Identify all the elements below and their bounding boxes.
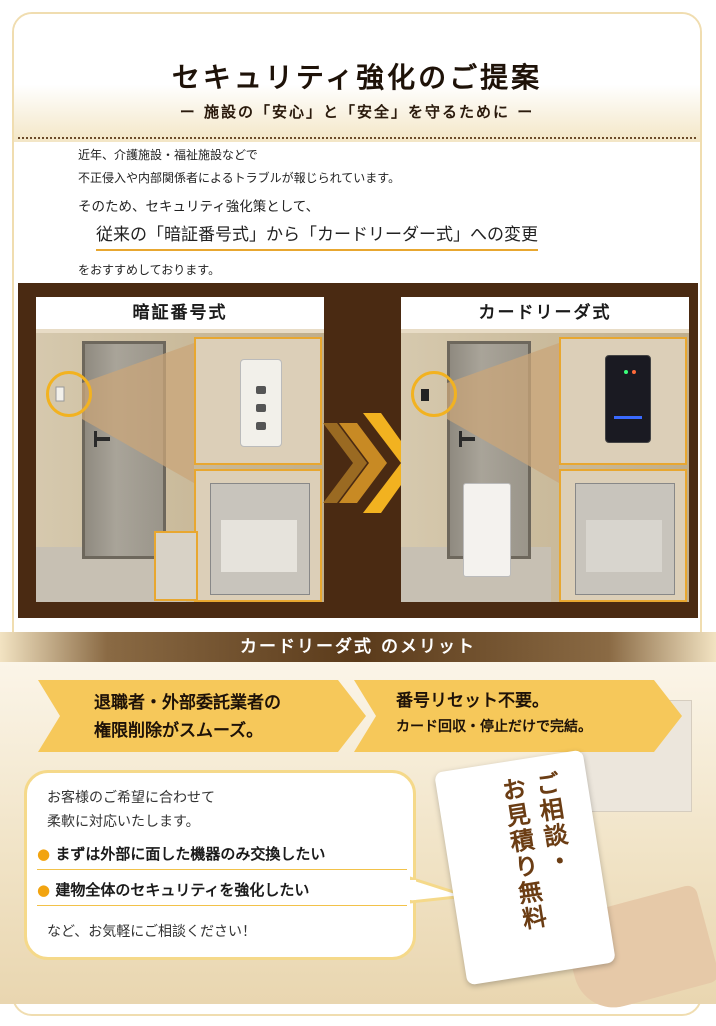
mailbox-reader-closeup bbox=[559, 469, 687, 602]
mailbox-reader bbox=[575, 483, 675, 595]
bubble-line-1: お客様のご希望に合わせて bbox=[47, 790, 215, 806]
merit-arrow-1 bbox=[38, 680, 366, 752]
mailbox-keypad-closeup bbox=[194, 469, 322, 602]
comparison-section: 暗証番号式 カードリーダ式 bbox=[18, 283, 698, 618]
keypad-closeup bbox=[194, 337, 322, 465]
panel-cardreader: カードリーダ式 bbox=[401, 297, 689, 602]
panel-keypad-label: 暗証番号式 bbox=[36, 297, 324, 329]
bubble-closing: など、お気軽にご相談ください！ bbox=[47, 924, 257, 940]
mailbox-keypad bbox=[210, 483, 310, 595]
cardreader-closeup bbox=[559, 337, 687, 465]
bubble-tail bbox=[410, 876, 467, 904]
panel-keypad: 暗証番号式 bbox=[36, 297, 324, 602]
contact-bubble: お客様のご希望に合わせて 柔軟に対応いたします。 ● まずは外部に面した機器のみ… bbox=[24, 770, 416, 960]
bubble-line-2: 柔軟に対応いたします。 bbox=[47, 814, 200, 830]
panel-cardreader-label: カードリーダ式 bbox=[401, 297, 689, 329]
header bbox=[14, 14, 700, 142]
intro-line-3: そのため、セキュリティ強化策として、 bbox=[78, 199, 320, 215]
cardreader-photo bbox=[401, 333, 689, 602]
intro-line-1: 近年、介護施設・福祉施設などで bbox=[78, 148, 258, 162]
keypad-photo bbox=[36, 333, 324, 602]
merit-2-line-2: カード回収・停止だけで完結。 bbox=[396, 719, 592, 735]
page-subtitle: ー 施設の「安心」と「安全」を守るために ー bbox=[179, 103, 535, 121]
intro-line-4: をおすすめしております。 bbox=[78, 263, 221, 277]
merit-1-line-1: 退職者・外部委託業者の bbox=[94, 693, 281, 713]
bubble-bullet-1: ● まずは外部に面した機器のみ交換したい bbox=[37, 845, 326, 863]
merit-heading: カードリーダ式 のメリット bbox=[0, 632, 716, 662]
white-cardreader bbox=[463, 483, 511, 577]
page-title: セキュリティ強化のご提案 bbox=[171, 61, 543, 94]
bullet-dot-icon: ● bbox=[37, 881, 56, 899]
intro-line-2: 不正侵入や内部関係者によるトラブルが報じられています。 bbox=[78, 171, 401, 185]
bullet-dot-icon: ● bbox=[37, 845, 56, 863]
merit-2-line-1: 番号リセット不要。 bbox=[396, 691, 549, 711]
intro-highlight: 従来の「暗証番号式」から「カードリーダー式」への変更 bbox=[96, 220, 538, 251]
callout-circle bbox=[46, 371, 92, 417]
arrow-right-icon bbox=[323, 413, 401, 513]
merit-1-line-2: 権限削除がスムーズ。 bbox=[94, 721, 264, 741]
merit-arrow-2 bbox=[354, 680, 682, 752]
cardreader-device bbox=[605, 355, 651, 443]
small-keypad-inset bbox=[154, 531, 198, 601]
bubble-bullet-2: ● 建物全体のセキュリティを強化したい bbox=[37, 881, 310, 899]
keypad-device bbox=[240, 359, 282, 447]
callout-circle bbox=[411, 371, 457, 417]
dotted-divider bbox=[18, 137, 696, 139]
